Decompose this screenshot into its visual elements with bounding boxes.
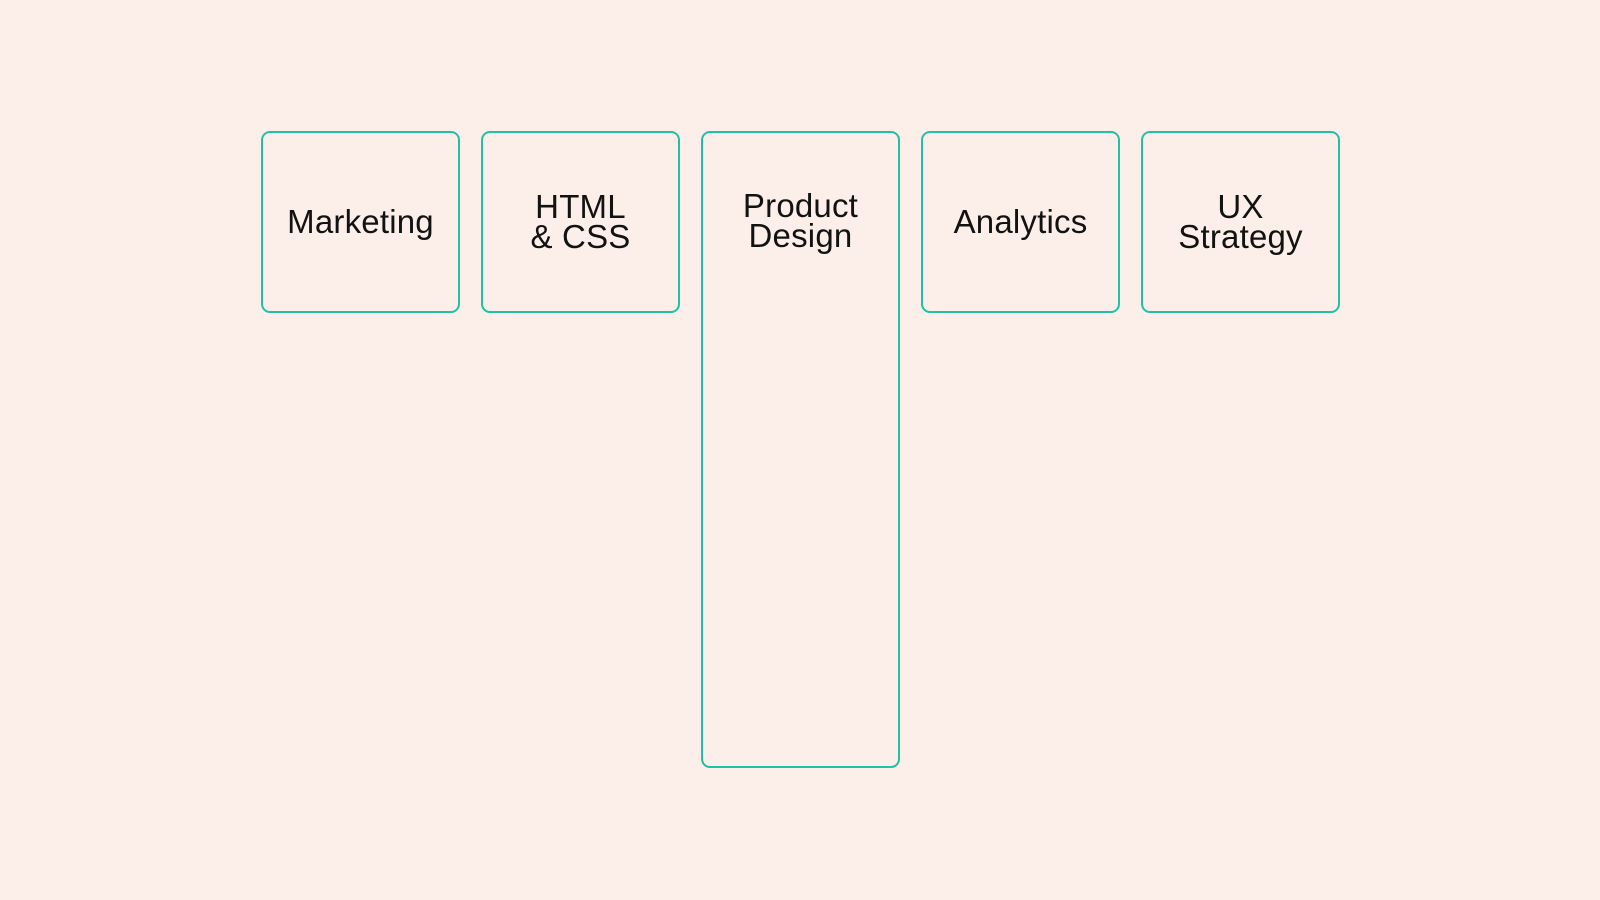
card-marketing[interactable]: Marketing [261, 131, 460, 313]
card-product-design[interactable]: Product Design [701, 131, 900, 768]
card-marketing-label: Marketing [287, 203, 434, 240]
card-analytics-label: Analytics [953, 203, 1088, 240]
card-html-css-label: HTML & CSS [530, 188, 631, 255]
card-html-css[interactable]: HTML & CSS [481, 131, 680, 313]
card-analytics[interactable]: Analytics [921, 131, 1120, 313]
card-ux-strategy-label: UX Strategy [1178, 188, 1303, 255]
cards-row: Marketing HTML & CSS Product Design Anal… [261, 131, 1340, 768]
card-ux-strategy[interactable]: UX Strategy [1141, 131, 1340, 313]
card-product-design-label: Product Design [742, 187, 859, 254]
